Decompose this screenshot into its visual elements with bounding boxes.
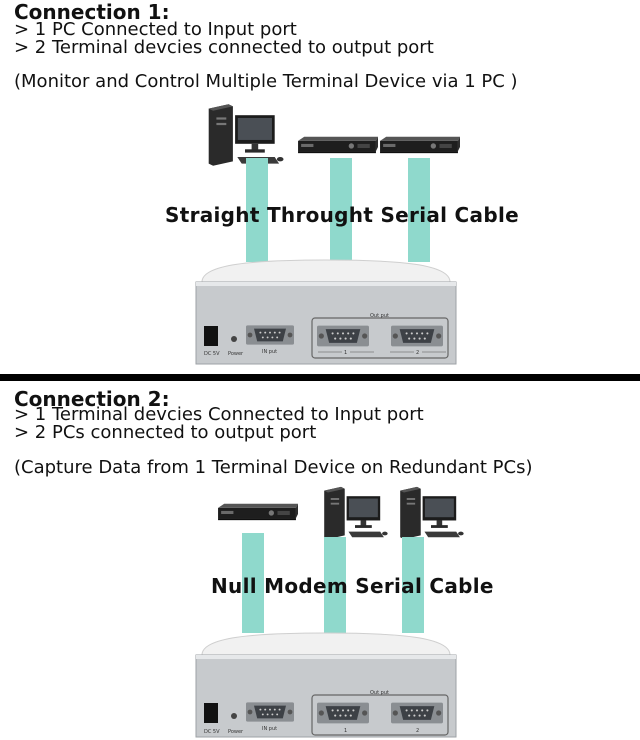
connection-2-description: (Capture Data from 1 Terminal Device on … [14,457,533,478]
desktop-pc-icon [398,485,464,541]
dc-jack [204,326,218,346]
output-port-group [311,694,449,736]
connection-1-description: (Monitor and Control Multiple Terminal D… [14,71,518,92]
serial-cable [242,533,264,633]
terminal-device-icon [378,136,460,158]
serial-cable [324,537,346,633]
output-port-group [311,317,449,359]
serial-cable [408,158,430,262]
dc-label: DC 5V [204,351,220,357]
connection-1-line-1: > 1 PC Connected to Input port [14,19,297,40]
serial-switch-box: DC 5V Power IN put Out put 1 2 [195,632,457,738]
connection-1-line-2: > 2 Terminal devcies connected to output… [14,37,434,58]
port-1-label: 1 [344,728,347,734]
serial-switch-box: DC 5V Power IN put Out put 1 2 [195,259,457,365]
cable-type-label: Null Modem Serial Cable [211,574,494,598]
desktop-pc-icon [322,485,388,541]
power-label: Power [228,729,244,735]
terminal-device-icon [296,136,378,158]
port-1-label: 1 [344,350,347,356]
connection-1-title: Connection 1: [14,0,170,24]
output-label: Out put [370,690,389,696]
connection-2-section: Connection 2: > 1 Terminal devcies Conne… [0,381,640,740]
serial-cable [330,158,352,262]
connection-2-line-1: > 1 Terminal devcies Connected to Input … [14,404,424,425]
port-2-label: 2 [416,350,419,356]
power-label: Power [228,351,244,357]
power-led [231,336,237,342]
connection-1-section: Connection 1: > 1 PC Connected to Input … [14,0,519,365]
output-label: Out put [370,313,389,319]
terminal-device-icon [216,503,298,525]
input-label: IN put [262,349,277,355]
serial-cable [402,537,424,633]
cable-type-label: Straight Throught Serial Cable [165,203,519,227]
connection-2-line-2: > 2 PCs connected to output port [14,422,317,443]
connection-2-title: Connection 2: [14,387,170,411]
power-led [231,713,237,719]
serial-cable [246,158,268,262]
port-2-label: 2 [416,728,419,734]
dc-jack [204,703,218,723]
input-label: IN put [262,726,277,732]
desktop-pc-icon [206,102,284,168]
dc-label: DC 5V [204,729,220,735]
section-divider [0,374,640,381]
